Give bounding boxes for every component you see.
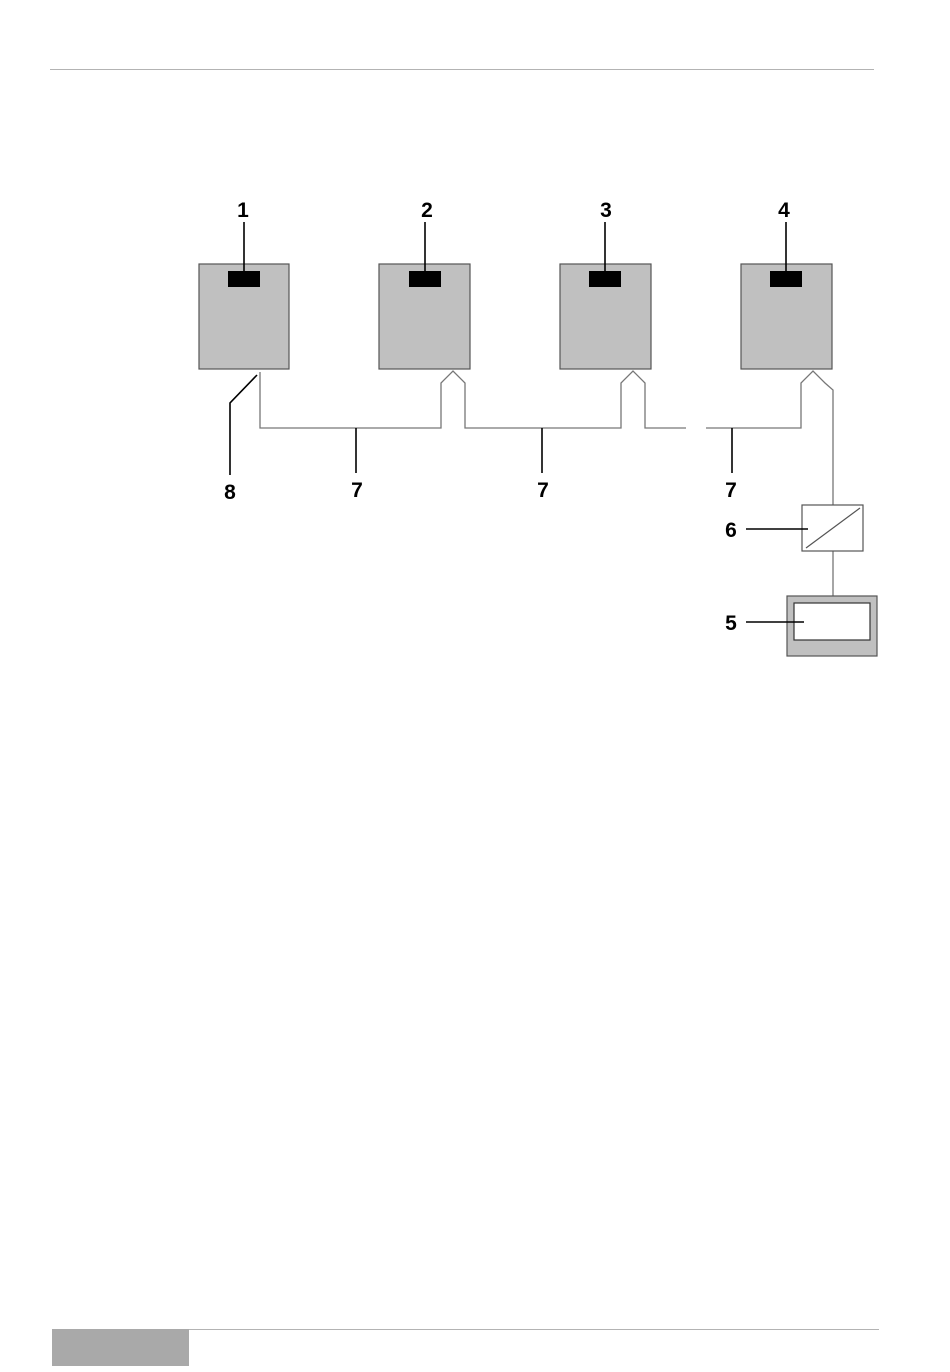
label-unit-2: 2	[421, 199, 433, 222]
label-cable-end: 8	[224, 481, 236, 504]
label-unit-4: 4	[778, 199, 790, 222]
label-cable-c: 7	[725, 479, 737, 502]
unit-3	[560, 264, 651, 369]
operator-terminal	[787, 596, 877, 656]
unit-2	[379, 264, 470, 369]
footer-tab	[52, 1329, 189, 1366]
label-converter: 6	[725, 519, 737, 542]
bus-cable-segment-1	[260, 371, 470, 428]
label-unit-3: 3	[600, 199, 612, 222]
unit-1	[199, 264, 289, 369]
leader-lines	[230, 222, 808, 622]
terminal-screen	[794, 603, 870, 640]
label-cable-b: 7	[537, 479, 549, 502]
label-unit-1: 1	[237, 199, 249, 222]
bus-cable-segment-2	[470, 371, 686, 428]
unit-4	[741, 264, 832, 369]
label-cable-a: 7	[351, 479, 363, 502]
leader-8	[230, 375, 257, 475]
label-terminal: 5	[725, 612, 737, 635]
interface-converter	[802, 505, 863, 551]
